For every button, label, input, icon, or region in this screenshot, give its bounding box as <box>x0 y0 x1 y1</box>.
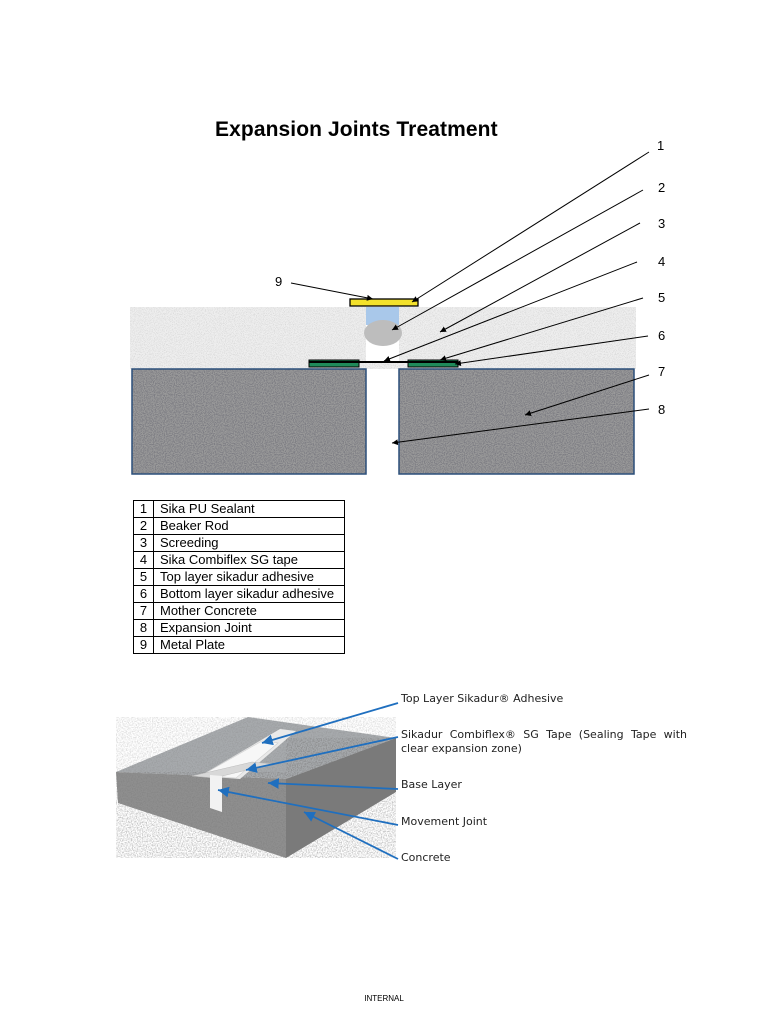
callout-5: 5 <box>658 290 666 305</box>
backer-rod <box>364 320 402 346</box>
legend-label: Bottom layer sikadur adhesive <box>153 585 345 603</box>
callout-6: 6 <box>658 328 666 343</box>
metal-plate <box>349 298 419 307</box>
callout-1: 1 <box>657 138 665 153</box>
callout-9: 9 <box>275 274 283 289</box>
annotation-top-layer: Top Layer Sikadur® Adhesive <box>401 692 564 705</box>
tape-adhesive-left <box>308 359 360 368</box>
legend-num: 6 <box>133 585 154 603</box>
legend-num: 9 <box>133 636 154 654</box>
footer-classification: INTERNAL <box>364 994 404 1003</box>
callout-2: 2 <box>658 180 666 195</box>
legend-label: Sika Combiflex SG tape <box>153 551 345 569</box>
annotation-base-layer: Base Layer <box>401 778 462 791</box>
legend-num: 5 <box>133 568 154 586</box>
legend-label: Top layer sikadur adhesive <box>153 568 345 586</box>
legend-label: Mother Concrete <box>153 602 345 620</box>
mother-concrete-left <box>131 368 367 475</box>
pu-sealant <box>366 307 399 325</box>
annotation-movement-joint: Movement Joint <box>401 815 488 828</box>
page-title: Expansion Joints Treatment <box>215 118 498 141</box>
legend-label: Expansion Joint <box>153 619 345 637</box>
legend-num: 1 <box>133 500 154 518</box>
callout-4: 4 <box>658 254 666 269</box>
annotation-concrete: Concrete <box>401 851 451 864</box>
callout-7: 7 <box>658 364 666 379</box>
leader-lines <box>290 151 650 446</box>
annotation-tape: Sikadur Combiflex® SG Tape (Sealing Tape… <box>401 728 687 755</box>
legend-num: 2 <box>133 517 154 535</box>
callout-8: 8 <box>658 402 666 417</box>
legend-num: 3 <box>133 534 154 552</box>
legend-label: Beaker Rod <box>153 517 345 535</box>
legend-label: Metal Plate <box>153 636 345 654</box>
legend-label: Sika PU Sealant <box>153 500 345 518</box>
slab-3d-illustration <box>116 717 396 858</box>
legend-label: Screeding <box>153 534 345 552</box>
annotation-arrows <box>217 702 399 860</box>
legend-num: 7 <box>133 602 154 620</box>
mother-concrete-right <box>398 368 635 475</box>
legend-num: 8 <box>133 619 154 637</box>
legend-num: 4 <box>133 551 154 569</box>
callout-3: 3 <box>658 216 666 231</box>
